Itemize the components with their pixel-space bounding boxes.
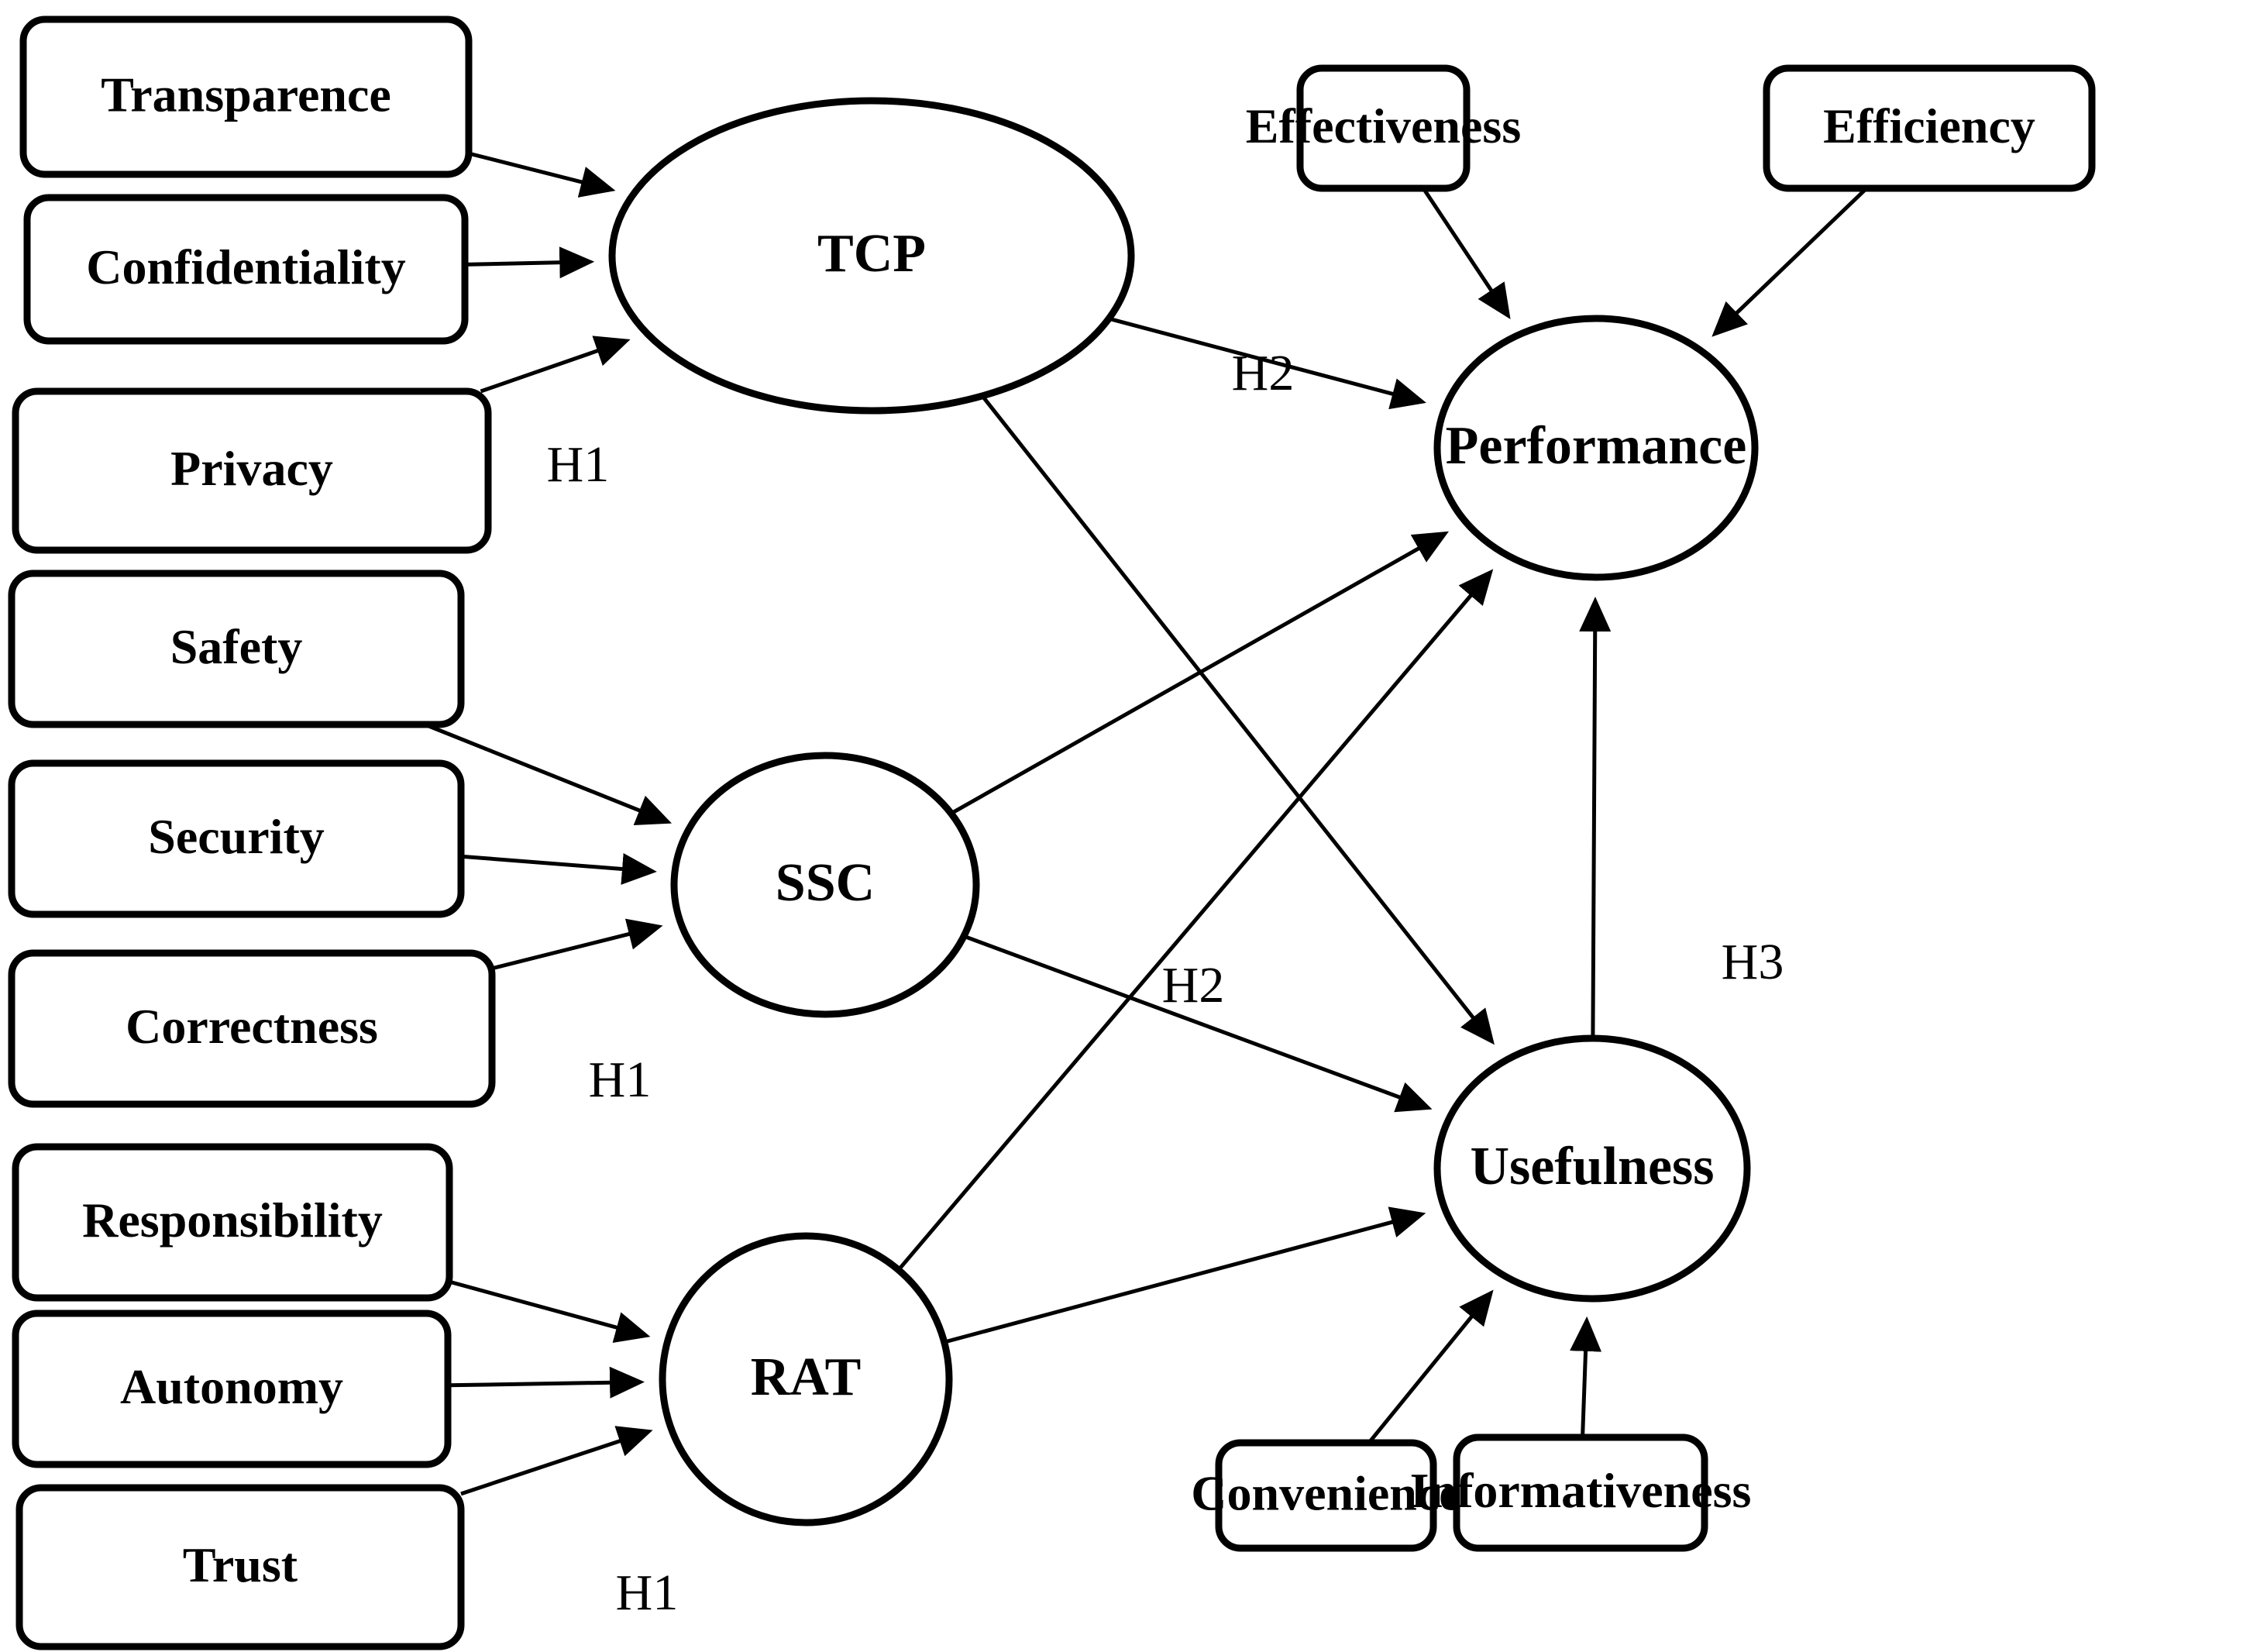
indicator-label-autonomy: Autonomy <box>120 1359 343 1414</box>
indicator-label-effectiveness: Effectiveness <box>1246 98 1521 153</box>
box-outline-correctness <box>8 949 496 1108</box>
edge-rat-to-performance <box>896 569 1494 1272</box>
edge-informativeness-to-usefulness <box>1570 1316 1602 1438</box>
box-outline-privacy <box>12 387 492 554</box>
edge-efficiency-to-performance <box>1711 187 1868 337</box>
indicator-box-safety[interactable]: Safety <box>8 570 465 728</box>
edge-safety-to-ssc <box>424 722 673 825</box>
construct-label-ssc: SSC <box>776 853 875 913</box>
hypothesis-label-h2-ssc: H2 <box>1162 957 1225 1014</box>
edge-confidentiality-to-tcp <box>464 246 595 279</box>
edge-transparence-to-tcp <box>468 151 616 198</box>
indicator-label-efficiency: Efficiency <box>1823 98 2035 153</box>
box-outline-security <box>8 759 465 918</box>
edge-trust-to-rat <box>460 1426 653 1496</box>
box-outline-effectiveness <box>1296 64 1471 192</box>
box-outline-efficiency <box>1763 64 2096 192</box>
node-layer: TransparenceConfidentialityPrivacySafety… <box>8 15 2096 1650</box>
construct-node-usefulness[interactable]: Usefulness <box>1433 1034 1751 1303</box>
construct-outline-usefulness <box>1433 1034 1751 1303</box>
box-outline-autonomy <box>12 1310 452 1468</box>
indicator-label-privacy: Privacy <box>170 441 333 496</box>
indicator-box-informativeness[interactable]: Informativeness <box>1410 1433 1752 1552</box>
edge-rat-to-usefulness <box>944 1206 1426 1344</box>
indicator-label-safety: Safety <box>170 619 303 674</box>
edge-ssc-to-usefulness <box>963 934 1433 1113</box>
indicator-label-confidentiality: Confidentiality <box>86 239 405 294</box>
hypothesis-label-h3-use: H3 <box>1722 934 1784 990</box>
construct-label-performance: Performance <box>1446 416 1747 476</box>
indicator-box-trust[interactable]: Trust <box>15 1484 465 1650</box>
hypothesis-label-h1-ssc: H1 <box>589 1051 652 1108</box>
indicator-label-transparence: Transparence <box>101 67 391 122</box>
edge-effectiveness-to-performance <box>1421 187 1511 320</box>
construct-node-performance[interactable]: Performance <box>1433 315 1759 581</box>
indicator-box-convenience[interactable]: Convenience <box>1191 1439 1461 1552</box>
edge-responsibility-to-rat <box>449 1279 651 1343</box>
indicator-label-responsibility: Responsibility <box>82 1193 383 1248</box>
edge-ssc-to-performance <box>950 531 1449 816</box>
construct-outline-ssc <box>670 752 980 1018</box>
construct-node-rat[interactable]: RAT <box>659 1232 953 1526</box>
indicator-box-effectiveness[interactable]: Effectiveness <box>1246 64 1521 192</box>
construct-outline-rat <box>659 1232 953 1526</box>
box-outline-transparence <box>19 15 473 178</box>
box-outline-convenience <box>1215 1439 1437 1552</box>
hypothesis-label-h2-tcp: H2 <box>1232 345 1295 401</box>
edge-layer <box>424 151 1868 1496</box>
hypothesis-label-h1-tcp: H1 <box>547 436 610 493</box>
indicator-box-privacy[interactable]: Privacy <box>12 387 492 554</box>
indicator-box-autonomy[interactable]: Autonomy <box>12 1310 452 1468</box>
indicator-label-informativeness: Informativeness <box>1410 1463 1752 1518</box>
indicator-label-trust: Trust <box>183 1537 298 1592</box>
box-outline-responsibility <box>12 1143 453 1302</box>
construct-label-rat: RAT <box>751 1347 862 1407</box>
box-outline-safety <box>8 570 465 728</box>
construct-outline-performance <box>1433 315 1759 581</box>
edge-usefulness-to-performance <box>1579 596 1612 1039</box>
box-outline-confidentiality <box>23 194 469 345</box>
indicator-box-transparence[interactable]: Transparence <box>19 15 473 178</box>
edge-privacy-to-tcp <box>480 336 631 394</box>
indicator-label-convenience: Convenience <box>1191 1466 1460 1521</box>
construct-label-usefulness: Usefulness <box>1470 1137 1714 1196</box>
construct-outline-tcp <box>608 97 1135 415</box>
edge-convenience-to-usefulness <box>1367 1289 1494 1444</box>
box-outline-trust <box>15 1484 465 1650</box>
construct-node-tcp[interactable]: TCP <box>608 97 1135 415</box>
indicator-box-efficiency[interactable]: Efficiency <box>1763 64 2096 192</box>
indicator-box-responsibility[interactable]: Responsibility <box>12 1143 453 1302</box>
box-outline-informativeness <box>1453 1433 1708 1552</box>
edge-tcp-to-usefulness <box>980 394 1495 1045</box>
edge-autonomy-to-rat <box>447 1366 645 1399</box>
construct-label-tcp: TCP <box>817 224 926 284</box>
edge-security-to-ssc <box>460 853 657 885</box>
edge-correctness-to-ssc <box>491 918 663 971</box>
construct-node-ssc[interactable]: SSC <box>670 752 980 1018</box>
indicator-label-security: Security <box>148 809 325 864</box>
hypothesis-label-h1-rat: H1 <box>616 1564 679 1621</box>
indicator-box-correctness[interactable]: Correctness <box>8 949 496 1108</box>
indicator-box-confidentiality[interactable]: Confidentiality <box>23 194 469 345</box>
edge-tcp-to-performance <box>1108 316 1426 410</box>
indicator-box-security[interactable]: Security <box>8 759 465 918</box>
indicator-label-correctness: Correctness <box>126 999 378 1054</box>
